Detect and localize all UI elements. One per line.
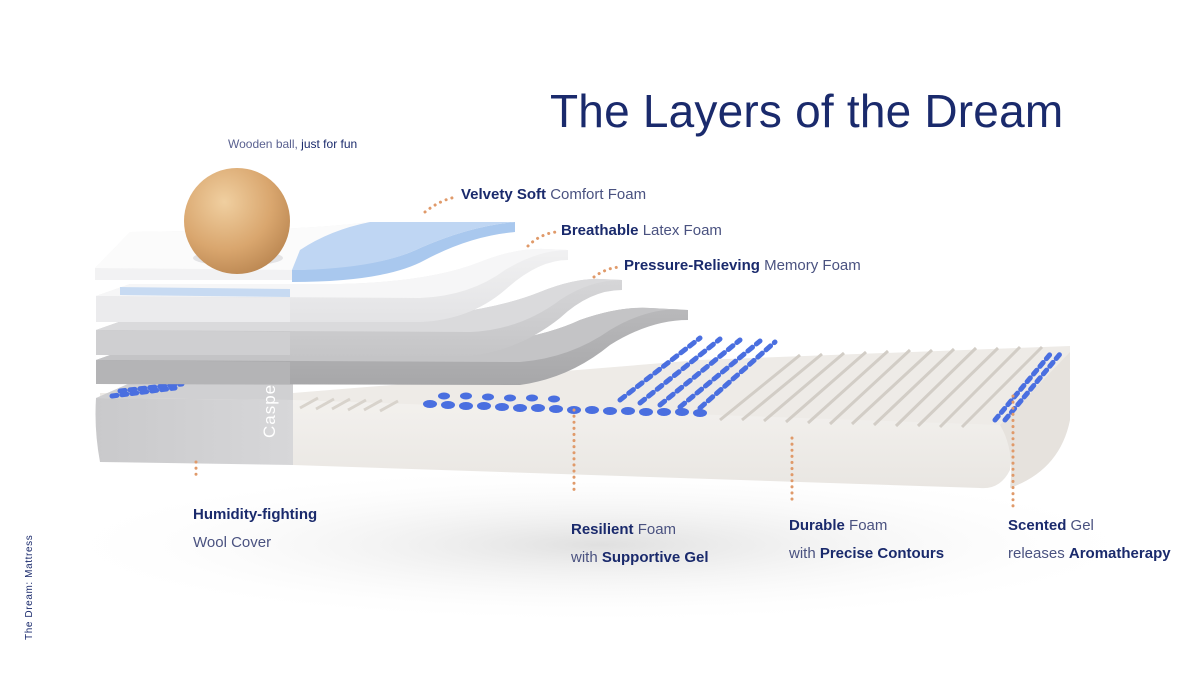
- label-scented-line2-strong: Aromatherapy: [1068, 545, 1171, 562]
- label-scented-line2-normal: releases: [1008, 545, 1069, 562]
- leader-velvety: [423, 195, 458, 214]
- side-caption: The Dream: Mattress: [24, 534, 35, 640]
- label-resilient-line2-normal: with: [571, 549, 602, 566]
- contour-ridges: [719, 345, 1044, 429]
- ball-label-text: Wooden ball,: [228, 137, 302, 151]
- label-durable-line2-normal: with: [789, 545, 820, 562]
- label-scented-normal: Gel: [1066, 517, 1094, 534]
- base-layer: Casper: [95, 335, 1070, 489]
- floor-shadow: [40, 465, 1160, 625]
- label-breathable-strong: Breathable: [561, 222, 639, 239]
- label-velvety-strong: Velvety Soft: [461, 186, 547, 203]
- wooden-ball: [184, 168, 290, 274]
- wool-cover: [95, 398, 293, 465]
- brand-mark: Casper: [260, 377, 279, 438]
- comfort-foam-blue: [292, 222, 515, 282]
- label-wool-cover: Humidity-fighting Wool Cover: [193, 501, 317, 557]
- label-pressure-relieving: Pressure-Relieving Memory Foam: [624, 252, 861, 280]
- label-resilient-foam: Resilient Foam with Supportive Gel: [571, 516, 709, 572]
- label-velvety-normal: Comfort Foam: [546, 186, 647, 203]
- label-breathable: Breathable Latex Foam: [561, 217, 722, 245]
- leader-lines: [194, 195, 1015, 512]
- label-durable-normal: Foam: [844, 517, 888, 534]
- label-resilient-line2-strong: Supportive Gel: [601, 549, 709, 566]
- label-scented-gel: Scented Gel releases Aromatherapy: [1008, 512, 1171, 568]
- label-pressure-strong: Pressure-Relieving: [624, 257, 760, 274]
- label-wool-line2: Wool Cover: [193, 534, 272, 551]
- page-title: The Layers of the Dream: [550, 85, 1064, 137]
- leader-breathable: [526, 230, 558, 248]
- label-durable-line2-strong: Precise Contours: [819, 545, 945, 562]
- label-wool-strong: Humidity-fighting: [193, 506, 318, 523]
- leader-pressure: [592, 265, 622, 279]
- label-resilient-normal: Foam: [633, 521, 677, 538]
- label-scented-strong: Scented: [1008, 517, 1067, 534]
- label-resilient-strong: Resilient: [571, 521, 634, 538]
- ball-label: Wooden ball, just for fun: [228, 137, 357, 151]
- label-pressure-normal: Memory Foam: [759, 257, 861, 274]
- label-durable-strong: Durable: [789, 517, 845, 534]
- ball-label-emphasis: just for fun: [301, 137, 358, 151]
- label-breathable-normal: Latex Foam: [638, 222, 722, 239]
- label-durable-foam: Durable Foam with Precise Contours: [789, 512, 944, 568]
- comfort-foam-layer: [96, 248, 568, 322]
- label-velvety-soft: Velvety Soft Comfort Foam: [461, 181, 646, 209]
